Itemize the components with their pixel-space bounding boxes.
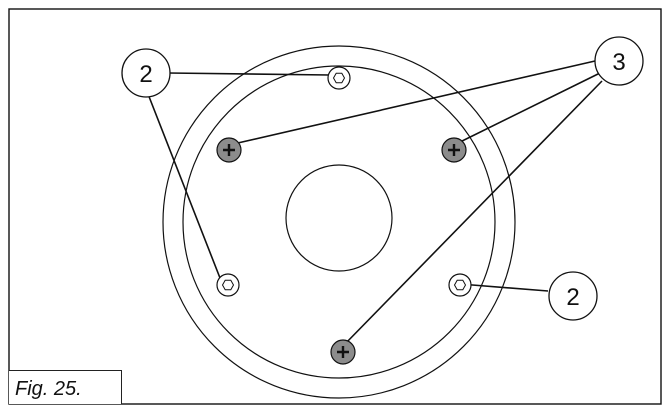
hex-screw-right [448, 273, 472, 297]
hex-screw-left [216, 273, 240, 297]
hexagon-socket-icon [453, 279, 467, 291]
callout-bubble-right: 2 [548, 271, 598, 321]
figure-frame [8, 8, 662, 405]
phillips-screw-bottom [330, 339, 356, 365]
phillips-cross-icon [337, 346, 349, 358]
inner-plate-ring [182, 65, 496, 379]
phillips-screw-left [216, 137, 242, 163]
outer-plate-ring [162, 45, 516, 399]
callout-label: 2 [566, 284, 579, 311]
center-hole [285, 164, 393, 272]
leader-lines [147, 60, 603, 347]
phillips-cross-icon [448, 144, 460, 156]
phillips-cross-icon [223, 144, 235, 156]
hexagon-socket-icon [221, 279, 235, 291]
callout-label: 2 [139, 61, 152, 88]
phillips-screw-right [441, 137, 467, 163]
figure-caption: Fig. 25. [9, 370, 122, 404]
hexagon-socket-icon [332, 72, 346, 84]
callout-bubble-top-right: 3 [594, 36, 644, 86]
callout-bubble-left: 2 [121, 48, 171, 98]
callout-label: 3 [612, 49, 625, 76]
hex-screw-top [327, 66, 351, 90]
